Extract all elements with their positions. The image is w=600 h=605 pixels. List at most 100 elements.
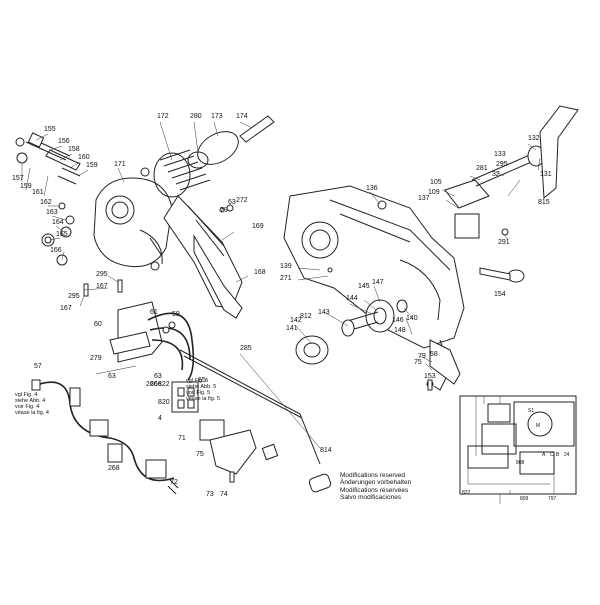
part-number-label: 168 — [254, 269, 266, 276]
handle-rod — [179, 349, 332, 493]
part-number-label: 73 — [206, 491, 214, 498]
part-number-label: 148 — [394, 327, 406, 334]
part-number-label: 815 — [538, 199, 550, 206]
bevel-lock-assembly — [444, 105, 579, 283]
part-number-label: 143 — [318, 309, 330, 316]
part-number-label: 57 — [34, 363, 42, 370]
circuit-label: M — [536, 423, 540, 429]
part-number-label: 169 — [252, 223, 264, 230]
part-number-label: 59 — [172, 311, 180, 318]
part-number-label: 133 — [494, 151, 506, 158]
part-number-label: 172 — [157, 113, 169, 120]
circuit-label: 797 — [548, 496, 557, 502]
part-number-label: 820 — [158, 399, 170, 406]
part-number-label: 146 — [392, 317, 404, 324]
part-number-label: 144 — [346, 295, 358, 302]
saw-table-housing — [283, 185, 465, 391]
part-number-label: 295 — [496, 161, 508, 168]
switch-box — [95, 301, 195, 381]
circuit-label: 24 — [564, 452, 570, 458]
part-number-label: 271 — [280, 275, 292, 282]
blade-guard — [163, 195, 243, 319]
part-number-label: 63 — [108, 373, 116, 380]
part-number-label: 163 — [46, 209, 58, 216]
part-number-label: 814 — [320, 447, 332, 454]
part-number-label: 4 — [158, 415, 162, 422]
note-line-en: Modifications reserved — [340, 472, 406, 479]
part-number-label: 173 — [211, 113, 223, 120]
ref-fig5-text: vgl Fig. 5 siehe Abb. 5 voir Fig. 5 véas… — [186, 378, 220, 402]
part-number-label: 156 — [58, 138, 70, 145]
circuit-label: S1 — [528, 408, 534, 414]
part-number-label: 132 — [528, 135, 540, 142]
part-number-label: 137 — [418, 195, 430, 202]
circuit-label: 822 — [462, 490, 471, 496]
part-number-label: 167 — [60, 305, 72, 312]
motor-housing — [93, 167, 173, 271]
part-number-label: 812 — [300, 313, 312, 320]
part-number-label: 147 — [372, 279, 384, 286]
part-number-label: 63 — [154, 373, 162, 380]
part-number-label: 61 — [150, 309, 158, 316]
ref-fig4-text: vgl Fig. 4 siehe Abb. 4 voir Fig. 4 véas… — [15, 392, 49, 416]
part-number-label: 145 — [358, 283, 370, 290]
part-number-label: 136 — [366, 185, 378, 192]
part-number-label: 268 — [108, 465, 120, 472]
part-number-label: 75 — [414, 359, 422, 366]
part-number-label: 158 — [68, 146, 80, 153]
part-number-label: 72 — [170, 479, 178, 486]
power-cord — [31, 379, 179, 495]
part-number-label: 79 — [220, 207, 228, 214]
note-line-es: Salvo modificaciones — [340, 494, 402, 502]
part-number-label: 161 — [32, 189, 44, 196]
part-number-label: 65 — [198, 377, 206, 384]
part-number-label: 295 — [96, 271, 108, 278]
part-number-label: 79 — [418, 353, 426, 360]
part-number-label: 160 — [78, 154, 90, 161]
part-number-label: 281 — [476, 165, 488, 172]
switch-contacts — [171, 381, 279, 483]
part-number-label: 32 — [492, 171, 500, 178]
part-number-label: 109 — [428, 189, 440, 196]
part-number-label: 157 — [12, 175, 24, 182]
part-number-label: 162 — [40, 199, 52, 206]
part-number-label: 142 — [290, 317, 302, 324]
part-number-label: 279 — [90, 355, 102, 362]
part-number-label: 167 — [96, 283, 108, 290]
modifications-note: Modifications reserved Änderungen vorbeh… — [340, 472, 411, 502]
wiring-diagram — [459, 395, 577, 504]
part-number-label: 105 — [430, 179, 442, 186]
circuit-label: C — [550, 452, 554, 458]
gear-train — [295, 299, 408, 365]
part-number-label: 171 — [114, 161, 126, 168]
support-leg — [426, 339, 461, 391]
note-line-de: Änderungen vorbehalten — [340, 479, 412, 487]
part-number-label: 266 — [146, 381, 158, 388]
spring-coil — [153, 115, 275, 198]
part-number-label: 75 — [196, 451, 204, 458]
circuit-label: 808 — [516, 460, 525, 466]
part-number-label: 822 — [158, 381, 170, 388]
ref-fig5: vgl Fig. 5 siehe Abb. 5 voir Fig. 5 véas… — [186, 378, 220, 402]
part-number-label: 280 — [190, 113, 202, 120]
part-number-label: 58 — [430, 351, 438, 358]
part-number-label: 60 — [94, 321, 102, 328]
part-number-label: 154 — [494, 291, 506, 298]
part-number-label: 141 — [286, 325, 298, 332]
part-number-label: 174 — [236, 113, 248, 120]
circuit-label: B — [556, 452, 560, 458]
note-line-fr: Modifications réservées — [340, 486, 409, 494]
part-number-label: 272 — [236, 197, 248, 204]
part-number-label: 285 — [240, 345, 252, 352]
circuit-label: 809 — [520, 496, 529, 502]
part-number-label: 266 — [150, 381, 162, 388]
part-number-label: 140 — [406, 315, 418, 322]
part-number-label: 139 — [280, 263, 292, 270]
part-number-label: 153 — [424, 373, 436, 380]
leader-lines — [21, 121, 541, 371]
part-number-label: 63 — [228, 199, 236, 206]
part-number-label: 159 — [86, 162, 98, 169]
part-number-label: 164 — [52, 219, 64, 226]
